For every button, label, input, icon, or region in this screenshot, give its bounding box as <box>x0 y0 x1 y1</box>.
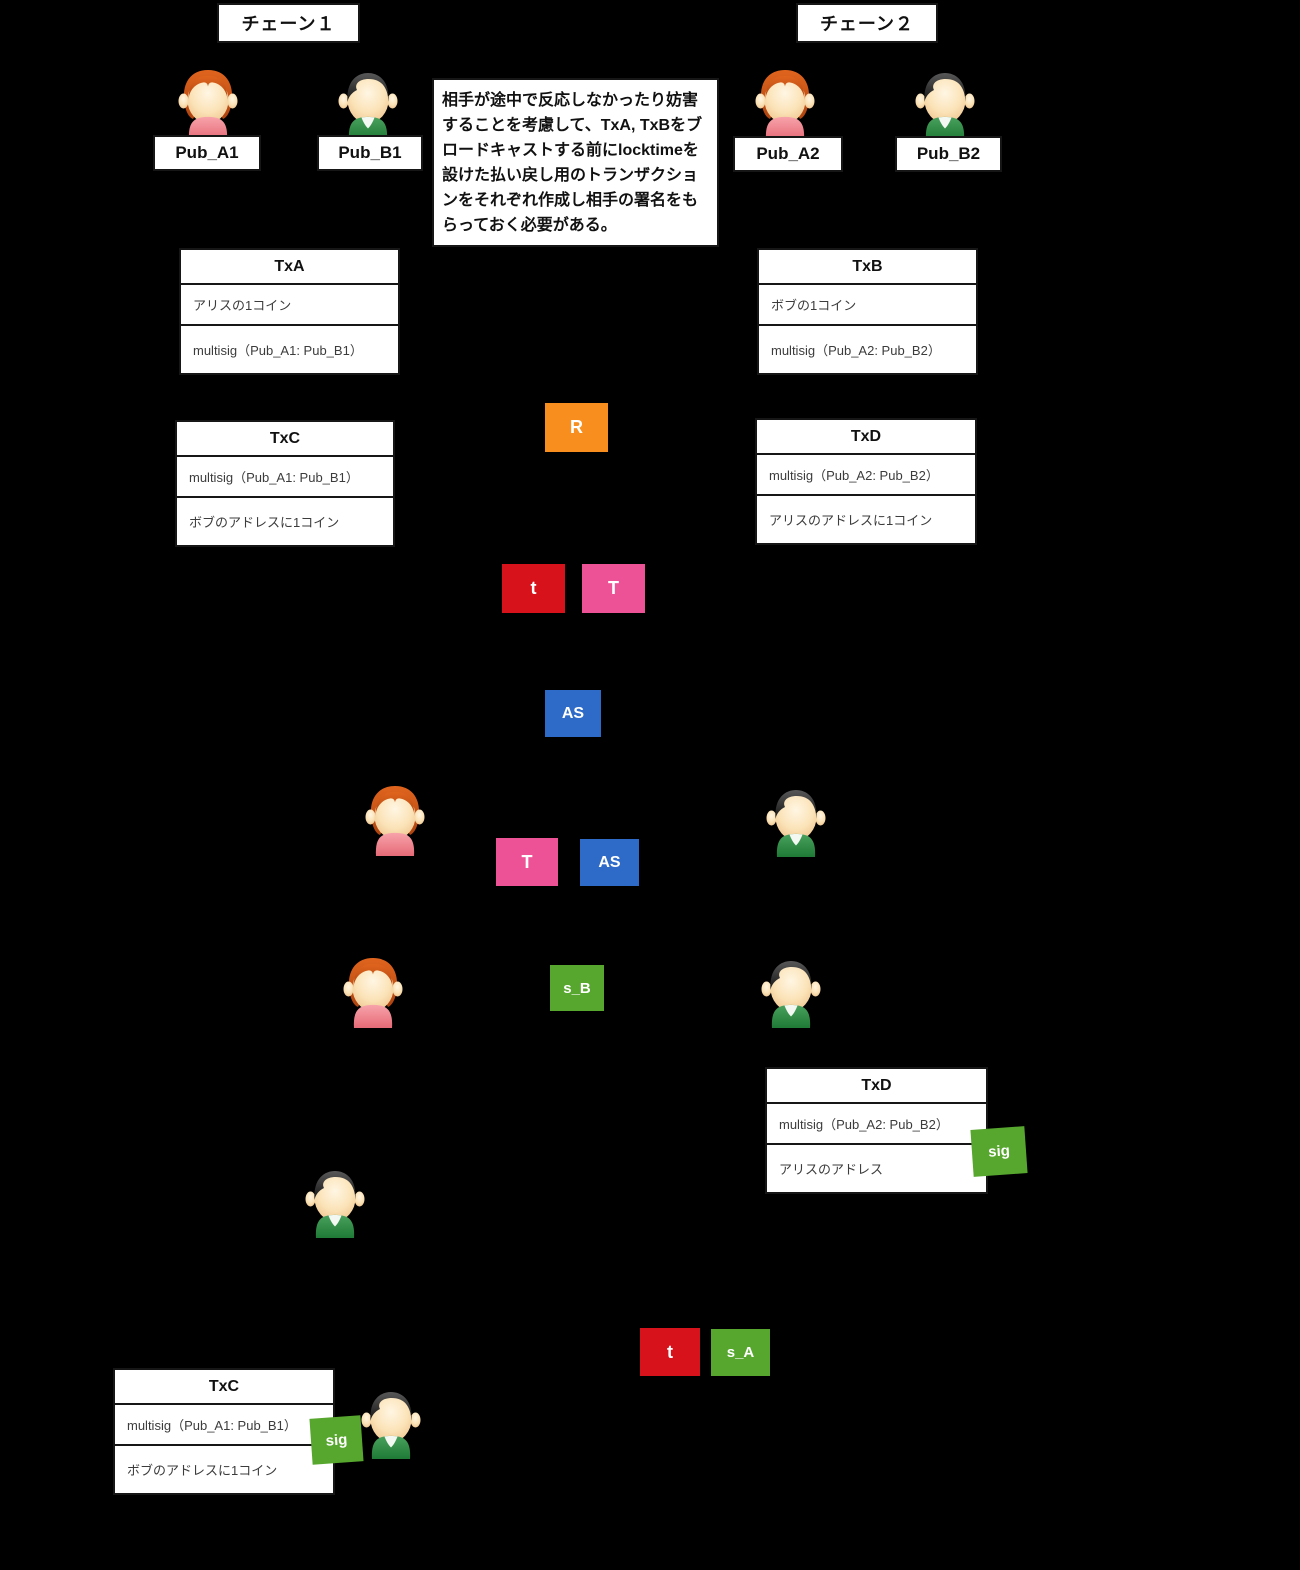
badge-s-a: s_A <box>711 1329 770 1376</box>
tx-table-txb: TxB ボブの1コイン multisig（Pub_A2: Pub_B2） <box>757 248 978 375</box>
tx-table-title: TxB <box>759 250 976 285</box>
chain2-header: チェーン２ <box>796 3 938 43</box>
badge-sig: sig <box>970 1126 1028 1177</box>
badge-sig: sig <box>309 1415 364 1465</box>
badge-t: t <box>640 1328 700 1376</box>
bob-avatar <box>358 1383 424 1459</box>
bob-avatar <box>912 64 978 140</box>
tx-table-title: TxC <box>177 422 393 457</box>
tx-table-row: multisig（Pub_A2: Pub_B2） <box>757 455 975 496</box>
tx-table-txd: TxD multisig（Pub_A2: Pub_B2） アリスのアドレスに1コ… <box>755 418 977 545</box>
tx-table-row: multisig（Pub_A1: Pub_B1） <box>193 343 363 358</box>
bob-avatar <box>335 64 401 140</box>
pub-a1-label: Pub_A1 <box>153 135 261 171</box>
tx-table-txc: TxC multisig（Pub_A1: Pub_B1） ボブのアドレスに1コイ… <box>175 420 395 547</box>
tx-table-row: multisig（Pub_A2: Pub_B2） <box>771 343 941 358</box>
tx-table-row: ボブのアドレスに1コイン <box>127 1463 278 1478</box>
alice-avatar <box>175 64 241 140</box>
tx-table-row: アリスのアドレス <box>779 1162 884 1177</box>
bob-avatar <box>758 952 824 1028</box>
badge-t: t <box>502 564 565 613</box>
alice-avatar <box>752 64 818 140</box>
tx-table-row: アリスのアドレスに1コイン <box>769 513 933 528</box>
bob-avatar <box>302 1162 368 1238</box>
badge-T: T <box>496 838 558 886</box>
badge-as: AS <box>580 839 639 886</box>
tx-table-row: multisig（Pub_A1: Pub_B1） <box>177 457 393 498</box>
badge-s-b: s_B <box>550 965 604 1011</box>
tx-table-row: multisig（Pub_A1: Pub_B1） <box>115 1405 333 1446</box>
tx-table-row: ボブの1コイン <box>759 285 976 326</box>
tx-table-row: ボブのアドレスに1コイン <box>189 515 340 530</box>
tx-table-txc-signed: TxC multisig（Pub_A1: Pub_B1） ボブのアドレスに1コイ… <box>113 1368 335 1495</box>
alice-avatar <box>340 952 406 1028</box>
tx-table-title: TxD <box>767 1069 986 1104</box>
chain1-header: チェーン１ <box>217 3 360 43</box>
badge-T: T <box>582 564 645 613</box>
tx-table-txa: TxA アリスの1コイン multisig（Pub_A1: Pub_B1） <box>179 248 400 375</box>
pub-b2-label: Pub_B2 <box>895 136 1002 172</box>
bob-avatar <box>763 781 829 857</box>
tx-table-txd-signed: TxD multisig（Pub_A2: Pub_B2） アリスのアドレス <box>765 1067 988 1194</box>
tx-table-row: アリスの1コイン <box>181 285 398 326</box>
pub-a2-label: Pub_A2 <box>733 136 843 172</box>
badge-as: AS <box>545 690 601 737</box>
tx-table-title: TxA <box>181 250 398 285</box>
alice-avatar <box>362 780 428 856</box>
pub-b1-label: Pub_B1 <box>317 135 423 171</box>
tx-table-row: multisig（Pub_A2: Pub_B2） <box>767 1104 986 1145</box>
badge-r: R <box>545 403 608 452</box>
tx-table-title: TxC <box>115 1370 333 1405</box>
note-box: 相手が途中で反応しなかったり妨害することを考慮して、TxA, TxBをブロードキ… <box>432 78 719 247</box>
tx-table-title: TxD <box>757 420 975 455</box>
